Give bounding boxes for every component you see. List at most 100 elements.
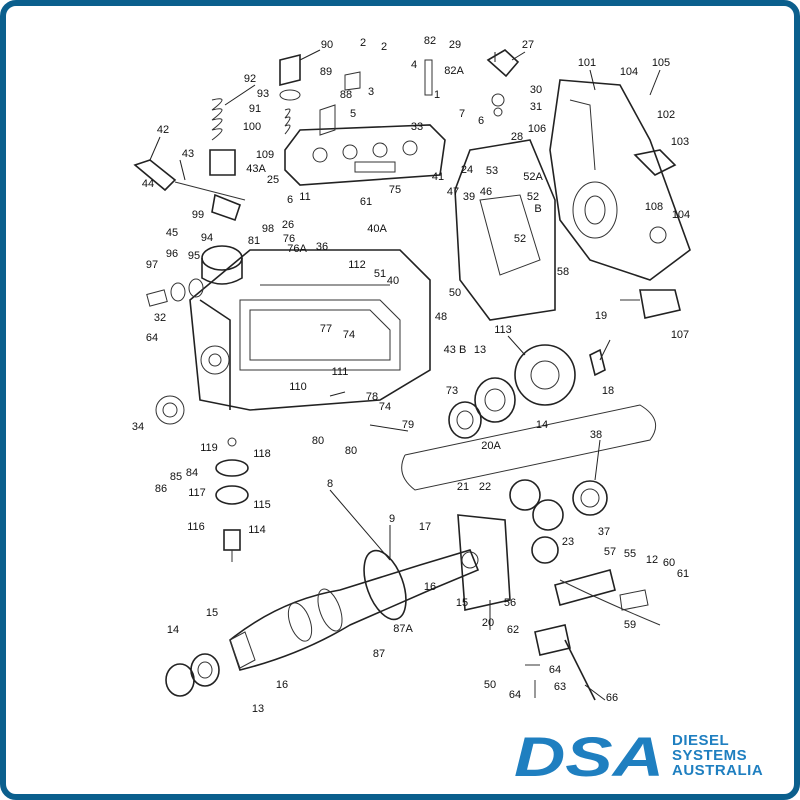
callout-34: 34 bbox=[132, 421, 144, 433]
callout-94: 94 bbox=[201, 232, 213, 244]
callout-47: 47 bbox=[447, 186, 459, 198]
callout-40: 40 bbox=[387, 275, 399, 287]
logo-mark: DSA bbox=[514, 730, 664, 782]
callout-11: 11 bbox=[299, 191, 310, 203]
callout-14: 14 bbox=[536, 419, 548, 431]
leader-lines bbox=[149, 49, 661, 701]
callout-82a: 82A bbox=[444, 65, 464, 77]
callout-113: 113 bbox=[494, 324, 512, 336]
callout-117: 117 bbox=[188, 487, 206, 499]
callout-119: 119 bbox=[200, 442, 218, 454]
callout-30: 30 bbox=[530, 84, 542, 96]
callout-27: 27 bbox=[522, 39, 534, 51]
callout-15: 15 bbox=[206, 607, 218, 619]
callout-116: 116 bbox=[187, 521, 205, 533]
callout-110: 110 bbox=[289, 381, 307, 393]
callout-18: 18 bbox=[602, 385, 614, 397]
callout-56: 56 bbox=[504, 597, 516, 609]
callout-52: 52 bbox=[527, 191, 539, 203]
delivery-valve-head bbox=[284, 124, 446, 186]
callout-64: 64 bbox=[549, 664, 561, 676]
callout-32: 32 bbox=[154, 312, 166, 324]
callout-7: 7 bbox=[459, 108, 465, 120]
callout-74: 74 bbox=[379, 401, 391, 413]
callout-59: 59 bbox=[624, 619, 636, 631]
callout-33: 33 bbox=[411, 121, 423, 133]
brand-line-2: SYSTEMS bbox=[672, 747, 748, 764]
callout-76a: 76A bbox=[287, 243, 307, 255]
callout-16: 16 bbox=[424, 581, 436, 593]
callout-108: 108 bbox=[645, 201, 663, 213]
callout-38: 38 bbox=[590, 429, 602, 441]
callout-58: 58 bbox=[557, 266, 569, 278]
callout-43: 43 bbox=[182, 148, 194, 160]
callout-46: 46 bbox=[480, 186, 492, 198]
callout-42: 42 bbox=[157, 124, 169, 136]
callout-6: 6 bbox=[478, 115, 484, 127]
callout-66: 66 bbox=[606, 692, 618, 704]
callout-85: 85 bbox=[170, 471, 182, 483]
callout-43a: 43A bbox=[246, 163, 266, 175]
callout-13: 13 bbox=[474, 344, 486, 356]
callout-52a: 52A bbox=[523, 171, 543, 183]
pump-housing bbox=[155, 249, 431, 425]
callout-5: 5 bbox=[350, 108, 356, 120]
brand-text: DIESEL SYSTEMS AUSTRALIA bbox=[672, 733, 763, 778]
callout-20a: 20A bbox=[481, 440, 501, 452]
callout-84: 84 bbox=[186, 467, 198, 479]
callout-40a: 40A bbox=[367, 223, 387, 235]
callout-43-b: 43 B bbox=[444, 344, 467, 356]
callout-25: 25 bbox=[267, 174, 279, 186]
callout-19: 19 bbox=[595, 310, 607, 322]
callout-80: 80 bbox=[312, 435, 324, 447]
callout-29: 29 bbox=[449, 39, 461, 51]
callout-106: 106 bbox=[528, 123, 546, 135]
callout-44: 44 bbox=[142, 178, 154, 190]
callout-107: 107 bbox=[671, 329, 689, 341]
callout-81: 81 bbox=[248, 235, 260, 247]
callout-21: 21 bbox=[457, 481, 469, 493]
callout-100: 100 bbox=[243, 121, 261, 133]
callout-103: 103 bbox=[671, 136, 689, 148]
callout-48: 48 bbox=[435, 311, 447, 323]
dsa-logo: DSA bbox=[514, 730, 664, 782]
callout-6: 6 bbox=[287, 194, 293, 206]
callout-41: 41 bbox=[432, 171, 444, 183]
callout-82: 82 bbox=[424, 35, 436, 47]
callout-93: 93 bbox=[257, 88, 269, 100]
left-linkage bbox=[133, 159, 246, 307]
callout-87: 87 bbox=[373, 648, 385, 660]
callout-105: 105 bbox=[652, 57, 670, 69]
callout-86: 86 bbox=[155, 483, 167, 495]
callout-64: 64 bbox=[509, 689, 521, 701]
callout-20: 20 bbox=[482, 617, 494, 629]
callout-22: 22 bbox=[479, 481, 491, 493]
callout-b: B bbox=[534, 203, 541, 215]
callout-15: 15 bbox=[456, 597, 468, 609]
callout-45: 45 bbox=[166, 227, 178, 239]
callout-28: 28 bbox=[511, 131, 523, 143]
callout-80: 80 bbox=[345, 445, 357, 457]
callout-118: 118 bbox=[253, 448, 271, 460]
callout-89: 89 bbox=[320, 66, 332, 78]
callout-51: 51 bbox=[374, 268, 386, 280]
callout-79: 79 bbox=[402, 419, 414, 431]
callout-13: 13 bbox=[252, 703, 264, 715]
callout-97: 97 bbox=[146, 259, 158, 271]
callout-78: 78 bbox=[366, 391, 378, 403]
callout-112: 112 bbox=[348, 259, 366, 271]
callout-61: 61 bbox=[360, 196, 372, 208]
callout-102: 102 bbox=[657, 109, 675, 121]
callout-77: 77 bbox=[320, 323, 332, 335]
callout-52: 52 bbox=[514, 233, 526, 245]
callout-60: 60 bbox=[663, 557, 675, 569]
callout-39: 39 bbox=[463, 191, 475, 203]
callout-8: 8 bbox=[327, 478, 333, 490]
callout-24: 24 bbox=[461, 164, 473, 176]
callout-2: 2 bbox=[360, 37, 366, 49]
callout-31: 31 bbox=[530, 101, 542, 113]
callout-53: 53 bbox=[486, 165, 498, 177]
solenoid-parts bbox=[215, 437, 249, 562]
